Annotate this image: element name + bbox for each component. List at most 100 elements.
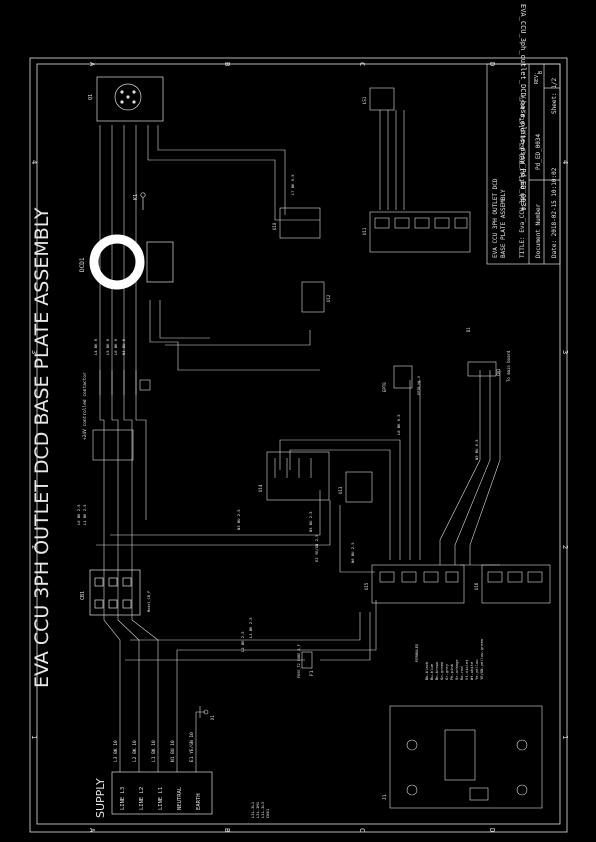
legend-item-9: Wt-white	[469, 661, 474, 680]
grid-col-b-bot: B	[223, 828, 231, 832]
x1-label: X1	[210, 715, 215, 720]
u13-module	[345, 471, 373, 503]
rev-value: B	[538, 71, 544, 74]
wire-label-1: L1 BK 2.5	[82, 504, 87, 525]
legend-title: FERRULES	[414, 643, 419, 662]
grid-col-c-top: C	[358, 62, 366, 66]
supply-label: SUPPLY	[94, 778, 107, 818]
fuse-f1-label: F1	[309, 670, 315, 676]
sheet-title: EVA CCU 3PH OUTLET DCD BASE PLATE ASSEMB…	[31, 207, 53, 688]
title-line-2: BASE PLATE ASSEMBLY	[500, 189, 507, 258]
ls1-sensor	[369, 87, 395, 111]
wire-label-14: N9 BU 0.5	[474, 439, 479, 460]
supply-lines: LINE L3 LINE L2 LINE L1 NEUTRAL EARTH	[120, 786, 202, 810]
wire-label-10: L5 BK 6	[105, 338, 110, 355]
doc-number-label: Document Number	[535, 203, 542, 258]
supply-line-l2: LINE L2	[139, 787, 145, 810]
q1-connector	[96, 76, 164, 122]
doc-number: Pd_ED_0034	[535, 133, 542, 170]
grid-row-2-r: 2	[561, 545, 569, 549]
wire-l3-main: L3 BK 10	[113, 740, 119, 762]
contactor-k	[92, 370, 151, 461]
date-text: Date: 2018-02-15 10:10:02	[551, 167, 558, 258]
wire-l1-main: L1 BK 10	[151, 740, 157, 762]
u15-label: U15	[364, 582, 369, 590]
dcd1-ring	[89, 234, 145, 290]
legend-item-5: Pk-pink	[449, 663, 454, 680]
wire-l2-main: L2 BK 10	[132, 740, 138, 762]
supply-line-l1: LINE L1	[158, 787, 164, 810]
legend-item-7: Rd-red	[459, 666, 464, 680]
ept0-module	[393, 365, 413, 389]
sheet-number: Sheet: 1/2	[551, 77, 558, 114]
grid-row-1-r: 1	[561, 735, 569, 739]
d1-label: D1	[466, 327, 471, 332]
k1-terminal	[140, 192, 146, 210]
note-0: L3L-3L1	[250, 801, 255, 818]
rev-label: REV:	[534, 72, 540, 84]
wire-n1-main: N1 BU 10	[170, 740, 176, 762]
legend-item-8: Vt-violet	[464, 659, 469, 680]
j1-label: J1	[382, 794, 388, 800]
u11-terminals	[369, 211, 471, 253]
grid-row-2: 2	[30, 545, 38, 549]
notes-group: L3L-3L1 L2L-1M1 L1L-3L3 CN01	[250, 801, 270, 818]
x1-earth	[199, 706, 209, 718]
supply-line-l3: LINE L3	[120, 787, 126, 810]
cb1-sub: Model_CB_P	[147, 591, 151, 612]
u14-label: U14	[258, 484, 263, 492]
wire-label-3: L3 BK 2.5	[248, 617, 253, 638]
wire-label-12: L7 BK 0.5	[290, 174, 295, 195]
grid-row-3-r: 3	[561, 350, 569, 354]
note-1: L2L-1M1	[255, 801, 260, 818]
wire-label-5: N5 BU 2.5	[308, 511, 313, 532]
u12-label: U12	[326, 294, 331, 302]
u16-label: U16	[474, 582, 479, 590]
legend-item-6: Or-orange	[454, 659, 459, 680]
dcd1-module	[146, 241, 174, 283]
q1-label: Q1	[88, 94, 94, 100]
ls1-label: LS1	[362, 96, 367, 104]
wire-label-group: L0 BK 2.5 L1 BK 2.5 L2 BK 2.5 L3 BK 2.5 …	[76, 174, 479, 652]
u10-label: U10	[272, 222, 277, 230]
fuse-f1	[301, 651, 313, 669]
wire-label-9: N4 BU 6	[121, 338, 126, 355]
legend-item-10: Ye-yellow	[474, 659, 479, 680]
wire-label-0: L0 BK 2.5	[76, 504, 81, 525]
legend-item-2: Bn-brown	[434, 662, 439, 680]
legend-item-4: Gr-grey	[444, 663, 449, 680]
file-name: EVA_CCU_3ph_outlet_DCD_base_plate_assy_P…	[519, 4, 527, 211]
cb1-breaker	[89, 569, 141, 616]
supply-line-neutral: NEUTRAL	[177, 786, 183, 810]
grid-row-labels: 4 3 2 1 4 3 2 1	[30, 160, 569, 739]
u13-label: U13	[338, 486, 343, 494]
wire-label-7: E2 YE/GN 2.5	[314, 535, 319, 562]
k1-label: K1	[133, 194, 139, 200]
grid-row-4: 4	[30, 160, 38, 164]
to-board-note: To main board	[506, 350, 511, 382]
wire-e1-main: E1 YE/GN 10	[189, 732, 195, 762]
legend-item-0: Bk-black	[424, 661, 429, 680]
title-line-1: EVA CCU 3PH OUTLET DCD	[492, 178, 499, 258]
u14-module	[266, 451, 330, 501]
u11-label: U11	[362, 227, 367, 235]
title-row: TITLE: Eva_CCU_3ph_outlet_DCD_base_plate…	[519, 95, 526, 258]
sheet-frame	[29, 57, 568, 833]
controller-board-j1	[389, 705, 543, 809]
fuse-f1-type: FUSE_T2 CUBE_A_F	[297, 644, 301, 678]
u12-module	[301, 281, 325, 313]
title-block	[486, 63, 561, 265]
u15-module	[371, 564, 465, 604]
supply-wire-labels: L3 BK 10 L2 BK 10 L1 BK 10 N1 BU 10 E1 Y…	[113, 732, 195, 762]
grid-col-d-bot: D	[488, 828, 496, 832]
grid-row-1: 1	[30, 735, 38, 739]
wire-label-6: N6 BU 2.5	[350, 542, 355, 563]
grid-col-a-bot: A	[88, 828, 96, 833]
legend-item-11: YE/GN-yellow-green	[479, 639, 484, 680]
ferrule-legend: FERRULES Bk-black Bu-blue Bn-brown Gn-gr…	[414, 639, 484, 680]
contactor-note: +24V controlled contactor	[82, 372, 88, 440]
note-2: L1L-3L3	[260, 802, 265, 818]
wire-label-4: N3 BU 2.5	[236, 509, 241, 530]
dcd1-label: DCD1	[79, 257, 86, 272]
